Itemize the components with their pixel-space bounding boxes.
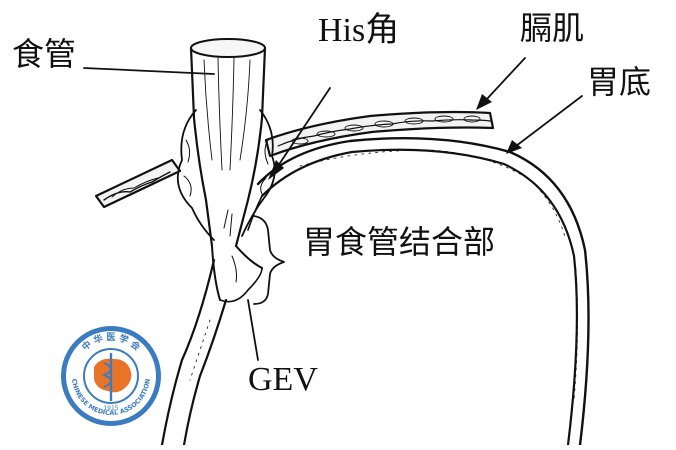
leader-lines (83, 57, 583, 361)
leader-diaphragm (485, 57, 526, 101)
esophagus-tube (160, 38, 276, 447)
stomach-wall (256, 137, 590, 447)
label-diaphragm: 膈肌 (520, 9, 585, 47)
logo-seal-icon: 中 华 医 学 会 CHINESE MEDICAL ASSOCIATION 19… (61, 326, 161, 426)
label-fundus: 胃底 (587, 63, 652, 101)
diaphragm-left (94, 158, 182, 209)
association-logo: 中 华 医 学 会 CHINESE MEDICAL ASSOCIATION 19… (58, 323, 164, 429)
leader-his-angle (277, 87, 331, 167)
leader-fundus (515, 95, 583, 147)
label-his-angle: His角 (318, 12, 400, 49)
leader-gev (247, 299, 259, 361)
leader-esophagus (83, 67, 215, 75)
label-gev: GEV (248, 361, 318, 398)
label-esophagus: 食管 (12, 35, 77, 73)
label-gastroesophageal-junction: 胃食管结合部 (303, 223, 496, 261)
diaphragm-right (264, 110, 495, 158)
gej-bracket (253, 215, 285, 305)
logo-year: 1915 (103, 405, 118, 412)
